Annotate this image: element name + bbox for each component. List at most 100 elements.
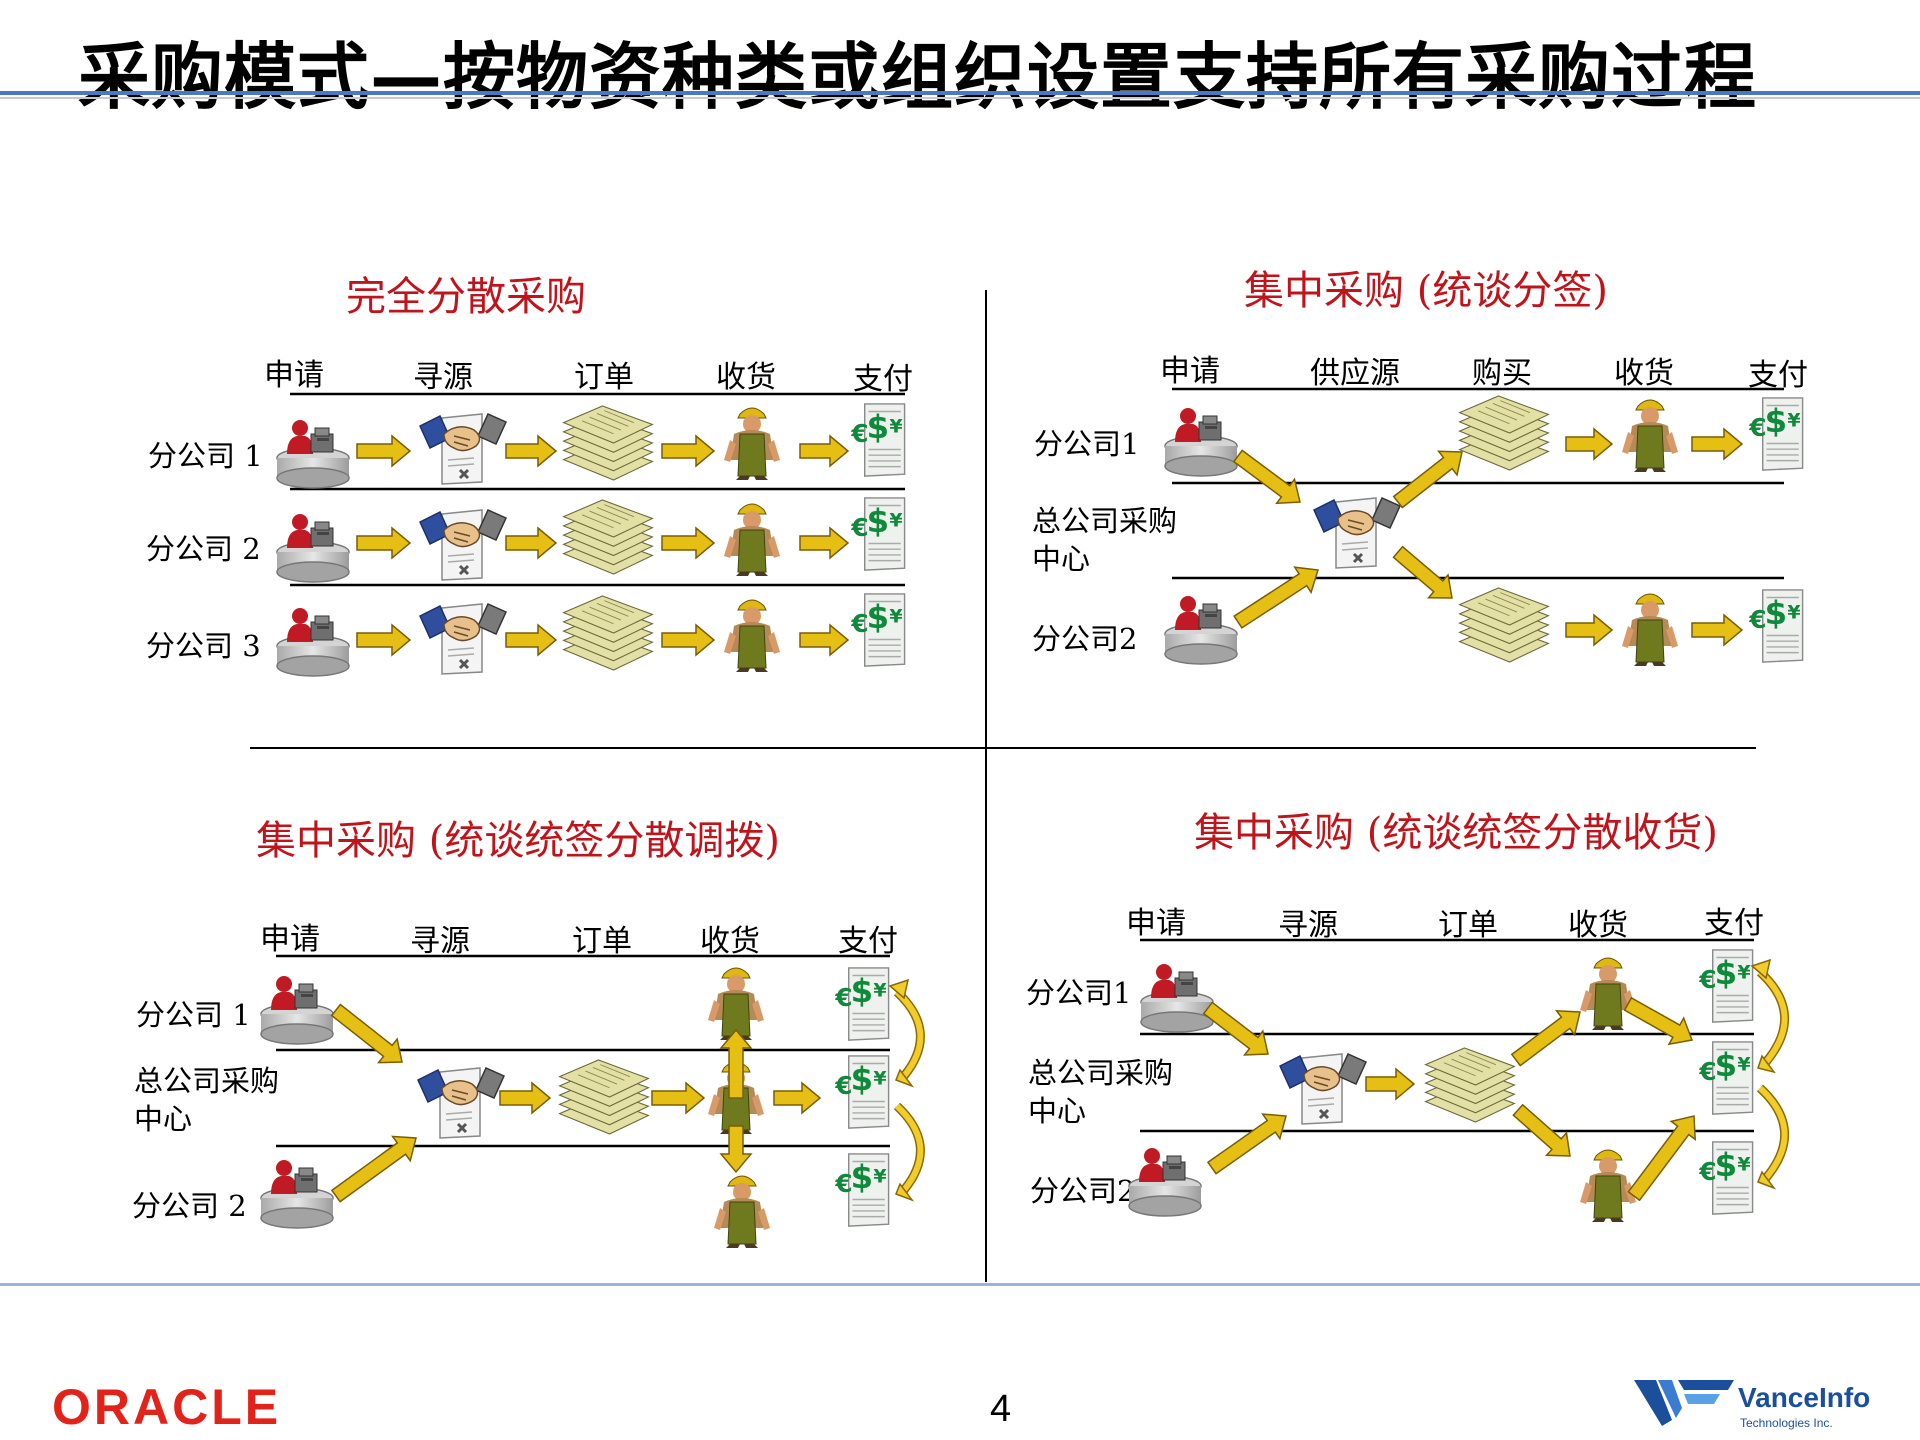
q1-row-branch-1: 分公司 1 bbox=[148, 439, 263, 473]
q3-row-hq-center: 总公司采购中心 bbox=[134, 1064, 280, 1136]
arrow-icon-1 bbox=[505, 434, 558, 468]
q4-header-source: 寻源 bbox=[1278, 908, 1338, 943]
arrow-icon-7 bbox=[799, 526, 850, 560]
q2-docs-icon-2 bbox=[1458, 587, 1550, 663]
arrow-icon-13 bbox=[1233, 566, 1319, 629]
q1-worker-icon-2 bbox=[723, 503, 781, 577]
q1-handshake-icon-3 bbox=[418, 602, 508, 676]
q2-worker-icon-1 bbox=[1621, 399, 1679, 473]
q1-clerk-icon-1 bbox=[276, 419, 350, 489]
q3-header-apply: 申请 bbox=[260, 922, 320, 957]
q4-clerk-icon-2 bbox=[1128, 1147, 1202, 1217]
arrow-icon-22 bbox=[499, 1081, 552, 1115]
q3-row-branch-1: 分公司 1 bbox=[136, 998, 251, 1032]
q3-docs-icon bbox=[558, 1059, 650, 1135]
arrow-icon-14 bbox=[1392, 450, 1463, 509]
q3-icons bbox=[260, 967, 890, 1249]
q2-header-supplier: 供应源 bbox=[1310, 356, 1400, 391]
arrow-icon-32 bbox=[1623, 996, 1694, 1046]
q4-row-branch-1: 分公司1 bbox=[1026, 976, 1132, 1010]
arrow-icon-29 bbox=[1365, 1067, 1416, 1101]
page-title: 采购模式—按物资种类或组织设置支持所有采购过程 bbox=[78, 35, 1758, 119]
q3-pay-icon-3 bbox=[833, 1153, 890, 1227]
q3-clerk-icon-1 bbox=[260, 975, 334, 1045]
arrow-icon-5 bbox=[505, 526, 558, 560]
arrow-icon-15 bbox=[1392, 545, 1453, 599]
q4-worker-icon-2 bbox=[1579, 1149, 1637, 1223]
q1-row-branch-2: 分公司 2 bbox=[146, 532, 261, 566]
q2-row-branch-2: 分公司2 bbox=[1032, 622, 1138, 656]
footer-rule bbox=[0, 1283, 1920, 1286]
q1-worker-icon-1 bbox=[723, 407, 781, 481]
q1-header-order: 订单 bbox=[574, 360, 634, 395]
q4-pay-icon-1 bbox=[1697, 949, 1754, 1023]
q1-header-source: 寻源 bbox=[413, 360, 473, 395]
q2-header-receive: 收货 bbox=[1614, 356, 1674, 391]
q1-pay-icon-1 bbox=[849, 403, 906, 477]
q2-docs-icon-1 bbox=[1458, 395, 1550, 471]
arrow-icon-11 bbox=[799, 623, 850, 657]
arrow-icon-20 bbox=[330, 1003, 403, 1064]
title-rule bbox=[0, 91, 1920, 95]
arrow-icon-8 bbox=[356, 623, 412, 657]
q2-worker-icon-2 bbox=[1621, 593, 1679, 667]
arrow-icon-9 bbox=[505, 623, 558, 657]
vanceinfo-logo-subtext: Technologies Inc. bbox=[1740, 1416, 1833, 1430]
q4-header-receive: 收货 bbox=[1568, 908, 1628, 943]
quadrant-title-central-receipt: 集中采购 (统谈统签分散收货) bbox=[1194, 810, 1718, 856]
arrow-icon-6 bbox=[661, 526, 716, 560]
flow-arrows bbox=[330, 427, 1744, 1203]
arrow-icon-12 bbox=[1232, 449, 1301, 505]
quadrant-title-decentralized: 完全分散采购 bbox=[346, 274, 586, 320]
q4-handshake-icon bbox=[1278, 1052, 1368, 1126]
page-number: 4 bbox=[990, 1388, 1012, 1430]
q1-docs-icon-2 bbox=[562, 499, 654, 575]
q1-row-branch-3: 分公司 3 bbox=[146, 629, 261, 663]
q1-handshake-icon-1 bbox=[418, 412, 508, 486]
arrow-icon-26 bbox=[773, 1081, 822, 1115]
q1-docs-icon-1 bbox=[562, 405, 654, 481]
arrow-icon-31 bbox=[1512, 1103, 1571, 1157]
q3-header-pay: 支付 bbox=[838, 924, 898, 959]
q2-handshake-icon bbox=[1312, 496, 1402, 570]
q4-clerk-icon-1 bbox=[1140, 963, 1214, 1033]
q3-worker-icon-3 bbox=[713, 1175, 771, 1249]
arrow-icon-30 bbox=[1510, 1009, 1581, 1067]
q4-icons bbox=[1128, 949, 1754, 1223]
quadrant-title-central-transfer: 集中采购 (统谈统签分散调拨) bbox=[256, 818, 780, 864]
curved-arrows bbox=[893, 968, 1790, 1193]
arrow-icon-3 bbox=[799, 434, 850, 468]
vanceinfo-mark-icon bbox=[1634, 1380, 1734, 1426]
q4-header-apply: 申请 bbox=[1126, 906, 1186, 941]
q3-row-branch-2: 分公司 2 bbox=[132, 1189, 247, 1223]
arrow-icon-28 bbox=[1206, 1113, 1287, 1175]
q1-header-pay: 支付 bbox=[853, 362, 913, 397]
q1-pay-icon-2 bbox=[849, 497, 906, 571]
q3-header-order: 订单 bbox=[572, 924, 632, 959]
oracle-logo: ORACLE bbox=[52, 1379, 282, 1435]
arrow-icon-17 bbox=[1691, 427, 1744, 461]
q3-pay-icon-1 bbox=[833, 967, 890, 1041]
title-shadow-rule bbox=[0, 97, 1920, 99]
arrow-icon-25 bbox=[719, 1125, 753, 1174]
arrow-icon-27 bbox=[1202, 1001, 1269, 1056]
q3-clerk-icon-2 bbox=[260, 1159, 334, 1229]
q4-header-pay: 支付 bbox=[1704, 906, 1764, 941]
q4-worker-icon-1 bbox=[1579, 957, 1637, 1031]
q3-header-source: 寻源 bbox=[410, 924, 470, 959]
q4-header-order: 订单 bbox=[1438, 908, 1498, 943]
q1-pay-icon-3 bbox=[849, 593, 906, 667]
arrow-icon-4 bbox=[356, 526, 412, 560]
q1-header-apply: 申请 bbox=[264, 358, 324, 393]
q1-docs-icon-3 bbox=[562, 595, 654, 671]
quadrant-title-central-sign: 集中采购 (统谈分签) bbox=[1244, 268, 1608, 314]
q1-handshake-icon-2 bbox=[418, 508, 508, 582]
q2-pay-icon-2 bbox=[1747, 589, 1804, 663]
q2-header-pay: 支付 bbox=[1748, 358, 1808, 393]
q4-pay-icon-2 bbox=[1697, 1041, 1754, 1115]
q2-clerk-icon-1 bbox=[1164, 407, 1238, 477]
q1-clerk-icon-2 bbox=[276, 513, 350, 583]
q2-pay-icon-1 bbox=[1747, 397, 1804, 471]
q3-handshake-icon bbox=[416, 1066, 506, 1140]
